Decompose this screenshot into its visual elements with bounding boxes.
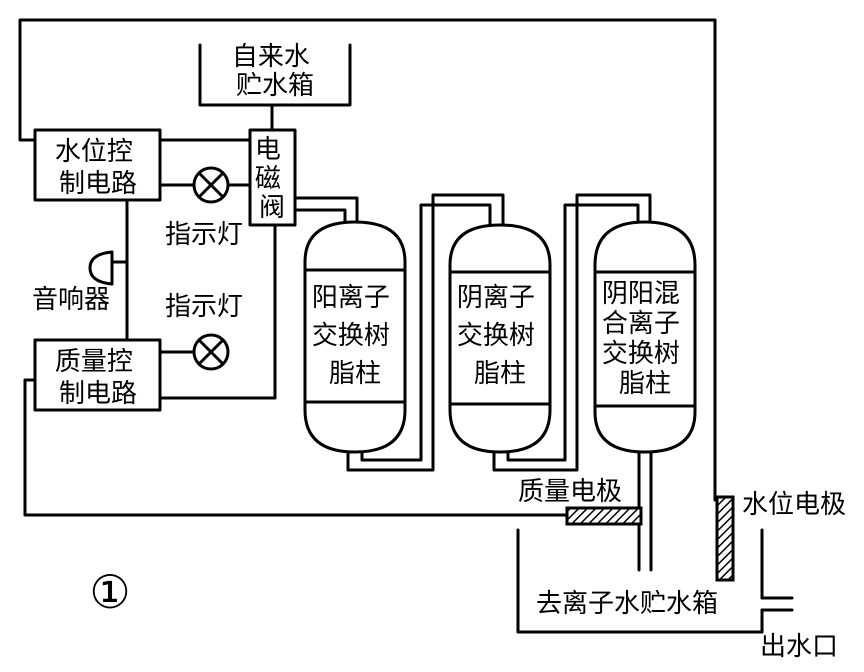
deionized-tank-label: 去离子水贮水箱 bbox=[536, 589, 718, 619]
quality-circuit-box bbox=[33, 338, 162, 412]
wire-quality-electrode bbox=[23, 378, 569, 517]
indicator-lamp-bottom-icon bbox=[192, 333, 230, 371]
cation-column-outline bbox=[303, 220, 407, 454]
indicator-lamp-top-label: 指示灯 bbox=[165, 220, 243, 250]
tap-water-tank-label: 自来水 贮水箱 bbox=[232, 42, 318, 101]
pipe-valve-cation bbox=[293, 196, 359, 224]
quality-electrode-icon bbox=[565, 506, 643, 526]
buzzer-label: 音响器 bbox=[32, 285, 110, 315]
mixed-column-label: 阴阳混 合离子 交换树 脂柱 bbox=[602, 279, 688, 399]
pipe-cation-anion bbox=[346, 193, 505, 472]
indicator-lamp-bottom-label: 指示灯 bbox=[165, 292, 243, 322]
cation-column-label: 阳离子 交换树 脂柱 bbox=[312, 283, 398, 389]
indicator-lamp-top-icon bbox=[192, 166, 230, 204]
top-loop-wire bbox=[18, 18, 717, 502]
tap-water-tank-outline bbox=[198, 43, 352, 107]
solenoid-valve-label: 电 磁 阀 bbox=[255, 135, 289, 223]
water-level-electrode-icon bbox=[715, 495, 735, 582]
buzzer-icon bbox=[88, 250, 114, 286]
water-level-circuit-label: 水位控 制电路 bbox=[55, 137, 141, 199]
anion-column-outline bbox=[448, 223, 552, 454]
quality-circuit-label: 质量控 制电路 bbox=[55, 347, 141, 409]
water-level-circuit-box bbox=[33, 128, 162, 202]
outlet-label: 出水口 bbox=[760, 632, 838, 662]
anion-column-label: 阴离子 交换树 脂柱 bbox=[457, 283, 543, 389]
mixed-column-outline bbox=[593, 220, 697, 454]
deionized-tank-outline bbox=[516, 528, 764, 634]
figure-number: ① bbox=[89, 565, 130, 619]
pipe-anion-mixed bbox=[492, 193, 652, 472]
quality-electrode-label: 质量电极 bbox=[518, 477, 622, 507]
wire-quality-valve bbox=[158, 223, 277, 400]
water-level-electrode-label: 水位电极 bbox=[742, 490, 846, 520]
